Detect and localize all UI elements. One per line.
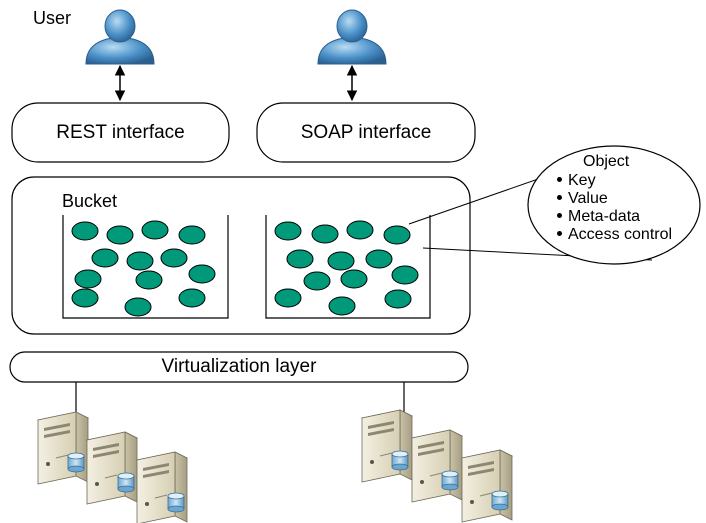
database-disk-icon (391, 450, 409, 471)
server-icon (37, 411, 89, 485)
objects-right (274, 220, 419, 316)
object-field: Key (557, 172, 672, 190)
object-blob (74, 269, 102, 289)
bullet-icon (557, 231, 562, 237)
objects-left (71, 220, 216, 317)
object-callout (527, 145, 701, 265)
server-icon (461, 449, 513, 523)
object-blob (303, 271, 331, 291)
user-label: User (33, 8, 72, 28)
server-icon (411, 429, 463, 503)
server-icon (361, 409, 413, 483)
object-blob (135, 270, 163, 290)
database-disk-icon (167, 492, 185, 513)
virtualization-layer-box (9, 351, 469, 383)
database-disk-icon (491, 490, 509, 511)
user-icon-right (317, 9, 387, 65)
bucket-container-left (62, 215, 229, 319)
object-blob (340, 269, 368, 289)
bucket-label: Bucket (62, 191, 118, 211)
soap-interface-label: SOAP interface (300, 122, 432, 143)
object-field: Value (557, 190, 672, 208)
object-blob (311, 224, 339, 244)
object-blob (391, 265, 419, 285)
object-blob (328, 296, 356, 316)
object-blob (178, 288, 206, 308)
virtualization-layer-label: Virtualization layer (161, 356, 317, 377)
bucket-box (11, 176, 471, 335)
object-blob (188, 264, 216, 284)
object-blob (384, 289, 412, 309)
user-icon-left (85, 9, 155, 65)
database-disk-icon (67, 452, 85, 473)
object-blob (141, 220, 169, 240)
object-field-list: Key Value Meta-data Access control (557, 172, 672, 244)
bucket-container-right (265, 215, 431, 319)
bullet-icon (557, 195, 562, 201)
object-field: Meta-data (557, 208, 672, 226)
server-group-right (361, 409, 513, 523)
object-blob (327, 251, 355, 271)
object-blob (346, 220, 374, 240)
database-disk-icon (441, 470, 459, 491)
object-blob (178, 225, 206, 245)
object-title: Object (583, 153, 630, 170)
object-blob (126, 251, 154, 271)
object-blob (160, 248, 188, 268)
object-blob (91, 248, 119, 268)
object-blob (71, 221, 99, 241)
bullet-icon (557, 177, 562, 183)
bullet-icon (557, 213, 562, 219)
soap-interface-box (256, 102, 476, 163)
object-blob (365, 249, 393, 269)
server-icon (136, 451, 188, 523)
object-field: Access control (557, 226, 672, 244)
object-blob (106, 225, 134, 245)
rest-interface-box (11, 102, 230, 163)
object-blob (383, 225, 411, 245)
object-blob (274, 221, 302, 241)
database-disk-icon (117, 472, 135, 493)
object-blob (124, 297, 152, 317)
object-blob (71, 288, 99, 308)
server-icon (86, 431, 138, 505)
object-blob (286, 249, 314, 269)
rest-interface-label: REST interface (56, 122, 185, 143)
object-blob (274, 288, 302, 308)
server-group-left (37, 411, 188, 523)
